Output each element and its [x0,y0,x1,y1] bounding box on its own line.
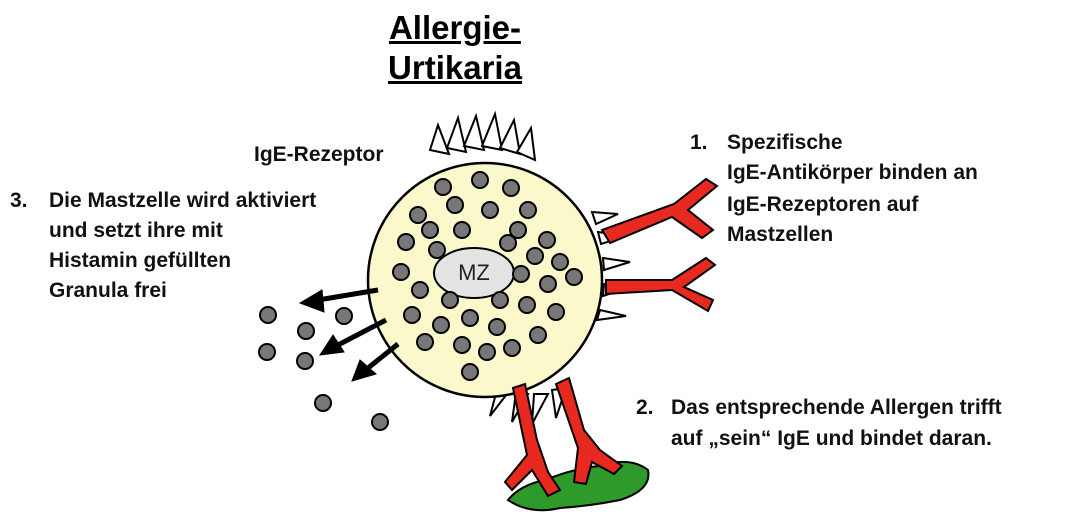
receptor-label: IgE-Rezeptor [254,140,384,170]
step-2-line-1: Das entsprechende Allergen trifft [671,393,1002,423]
step-2-line-2: auf „sein“ IgE und bindet daran. [671,424,992,454]
step-1-line-2: IgE-Antikörper binden an [727,158,978,188]
antibody-lower-right[interactable] [606,258,715,311]
receptor-spikes-top [430,114,535,160]
step-3-number: 3. [10,186,28,216]
step-3-line-1: Die Mastzelle wird aktiviert [49,186,316,216]
step-3-line-4: Granula frei [49,276,167,306]
step-3-line-3: Histamin gefüllten [49,246,231,276]
step-2-number: 2. [636,393,654,423]
step-1-number: 1. [690,128,708,158]
step-1-line-3: IgE-Rezeptoren auf [727,190,918,220]
title-line-1: Allergie- [330,8,580,48]
antibody-bottom-right[interactable] [556,378,622,484]
antibody-bottom-left[interactable] [505,384,560,496]
cell-label: MZ [436,250,512,296]
step-3-line-2: und setzt ihre mit [49,216,223,246]
title-line-2: Urtikaria [330,48,580,88]
antibody-upper-right[interactable] [602,179,717,243]
step-1-line-1: Spezifische [727,128,843,158]
step-1-line-4: Mastzellen [727,220,833,250]
